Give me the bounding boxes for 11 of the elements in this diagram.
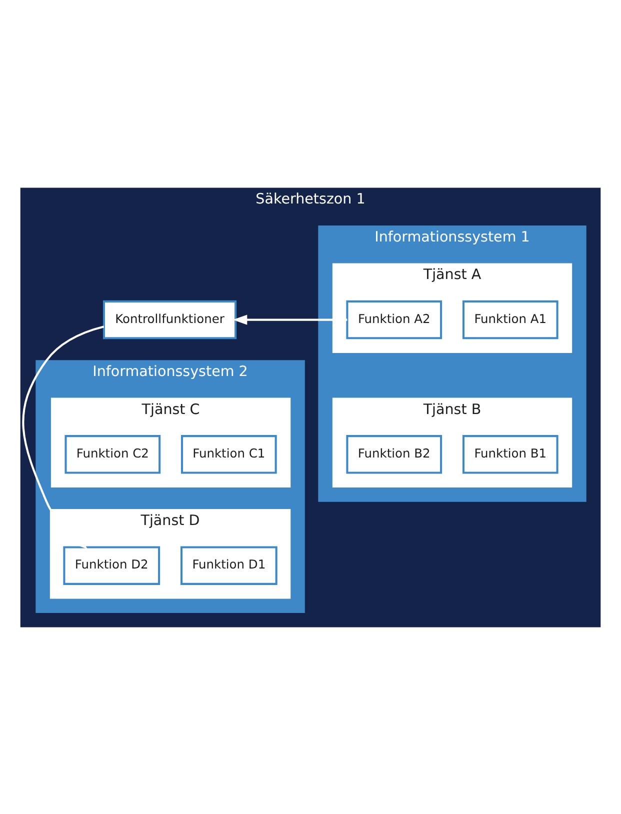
node-box: Kontrollfunktioner — [102, 300, 237, 339]
node-box: Funktion B1 — [462, 434, 558, 474]
node-box: Funktion D2 — [63, 546, 160, 584]
node-box: Funktion B2 — [346, 434, 442, 474]
node-box: Funktion C1 — [180, 434, 277, 474]
node-box: Funktion C2 — [64, 434, 161, 474]
arrow — [232, 314, 348, 324]
node-box: Funktion A1 — [462, 300, 558, 339]
arrow — [22, 325, 104, 549]
node-box: Funktion A2 — [346, 300, 442, 339]
node-box: Funktion D1 — [180, 546, 278, 584]
